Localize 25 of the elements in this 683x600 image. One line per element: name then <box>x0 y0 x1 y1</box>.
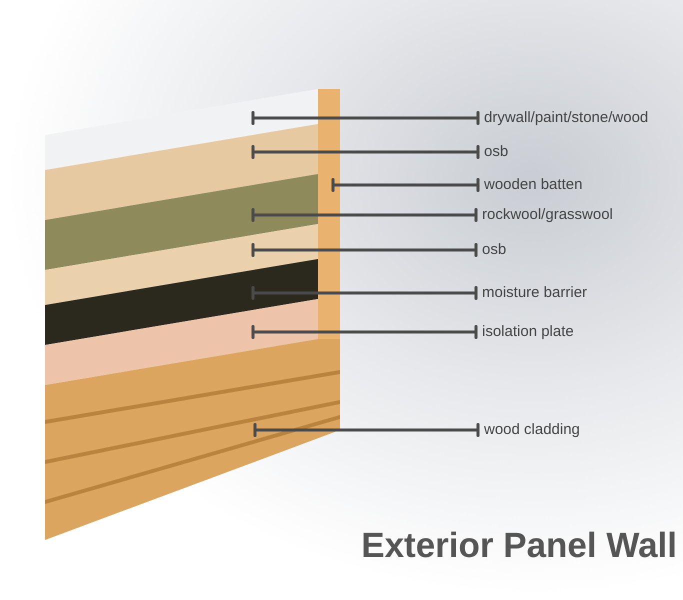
layer-label: osb <box>482 241 506 259</box>
layer-label: rockwool/grasswool <box>482 206 613 224</box>
osb-board <box>45 124 318 220</box>
leader-line <box>252 325 478 339</box>
layer-label: moisture barrier <box>482 284 588 302</box>
leader-line <box>252 286 478 300</box>
leader-line <box>254 423 480 437</box>
leader-line <box>252 111 480 125</box>
drywall-layer <box>45 89 318 170</box>
osb-board <box>45 224 318 305</box>
wooden-batten <box>318 89 340 339</box>
leader-line <box>332 178 480 192</box>
layer-label: osb <box>484 143 508 161</box>
wood-cladding <box>45 339 340 540</box>
layer-label: isolation plate <box>482 323 574 341</box>
insulation-plate <box>45 299 318 385</box>
insulation-block <box>45 174 318 270</box>
leader-line <box>252 243 478 257</box>
layer-label: wooden batten <box>484 176 582 194</box>
moisture-barrier <box>45 259 318 345</box>
diagram-title: Exterior Panel Wall <box>361 526 677 566</box>
leader-line <box>252 208 478 222</box>
leader-line <box>252 145 480 159</box>
layer-label: wood cladding <box>484 421 580 439</box>
layer-label: drywall/paint/stone/wood <box>484 109 648 127</box>
